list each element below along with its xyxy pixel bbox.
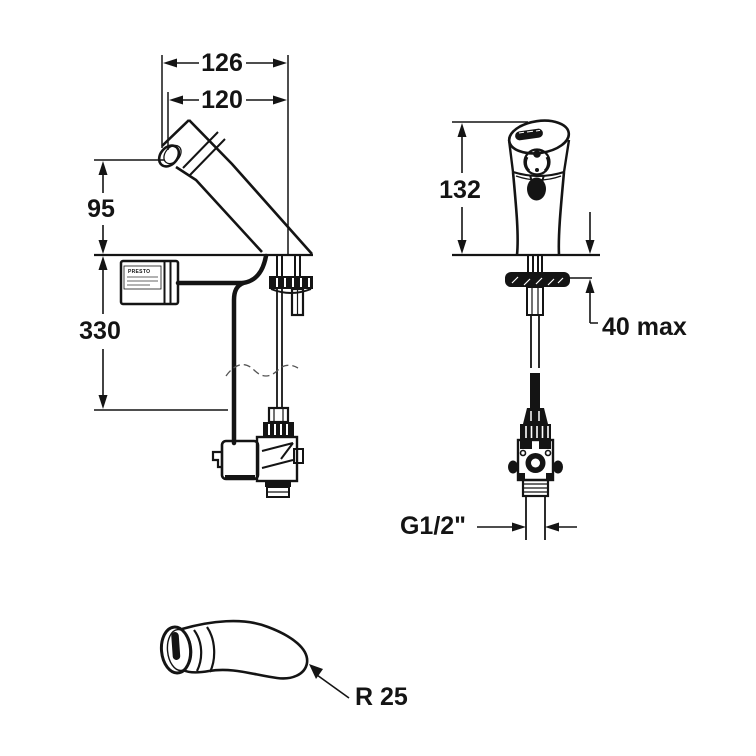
- mounting-flange: [505, 272, 570, 287]
- arrow-right-icon: [273, 95, 287, 105]
- control-box: [119, 259, 180, 306]
- joint-pin: [533, 150, 541, 158]
- arrow-left-icon: [163, 58, 177, 68]
- valve-front-ring-center: [531, 458, 540, 468]
- arrow-right-icon: [512, 522, 526, 532]
- detail-view-group: R 25: [159, 619, 408, 711]
- flexible-hose: [530, 373, 540, 408]
- dim-line-40max: [589, 212, 598, 324]
- arrow-up-icon: [98, 256, 108, 270]
- outlet-collar-threads: [523, 483, 548, 493]
- lever-end-face: [159, 625, 193, 675]
- arrow-up-icon: [98, 161, 108, 175]
- control-box-label-lines: [127, 276, 158, 286]
- arrow-down-icon: [585, 240, 595, 254]
- valve-inlet-lines: [273, 408, 284, 422]
- radius-leader-line: [316, 674, 350, 699]
- spout-top-edge: [188, 119, 313, 255]
- joint-dot: [535, 168, 539, 172]
- arrow-down-icon: [98, 395, 108, 409]
- hose-fitting-slits: [530, 411, 540, 421]
- lever-outline: [181, 619, 309, 680]
- arrow-right-icon: [273, 58, 287, 68]
- dimension-label-95: 95: [87, 195, 115, 223]
- control-box-label: [123, 265, 162, 290]
- solenoid-connector: [211, 450, 222, 469]
- control-box-brand-text: PRESTO: [128, 269, 150, 275]
- front-shank: [527, 255, 543, 272]
- locking-nut: [269, 276, 313, 289]
- spout-joint-bands: [182, 131, 226, 176]
- outlet-pipe: [525, 496, 546, 540]
- spout-slot: [515, 128, 543, 141]
- dimension-label-330: 330: [79, 317, 121, 345]
- control-box-band: [163, 261, 172, 304]
- arrow-up-icon: [585, 279, 595, 293]
- hose-fitting: [523, 408, 548, 424]
- arrow-down-icon: [457, 240, 467, 254]
- solenoid-coil: [220, 439, 260, 481]
- valve-internals: [261, 442, 294, 469]
- dimensions-group: 126 120 95 330 132 40 max G1/2": [79, 49, 687, 540]
- threaded-tube: [526, 286, 544, 316]
- arrow-left-icon: [169, 95, 183, 105]
- valve-top-right: [539, 441, 551, 449]
- supply-pipe: [276, 289, 283, 408]
- sensor-cable: [175, 253, 269, 286]
- collar-line: [512, 170, 565, 178]
- shank-pipes: [276, 255, 301, 276]
- valve-top-left: [520, 441, 532, 449]
- valve-foot-right: [546, 473, 552, 479]
- arrow-left-icon: [545, 522, 559, 532]
- valve-side-port: [293, 448, 304, 464]
- nut-ribs: [276, 278, 310, 287]
- radius-label: R 25: [355, 683, 408, 711]
- joint-shadows: [524, 156, 550, 173]
- valve-inlet-fitting: [267, 406, 290, 424]
- valve-lug-right: [553, 460, 563, 474]
- spout-tip-inner-ring: [163, 144, 182, 165]
- spout-slot-marks: [518, 129, 541, 134]
- spout-end-face: [161, 119, 190, 147]
- break-line-wavy: [225, 364, 299, 377]
- arrow-down-icon: [98, 240, 108, 254]
- arrow-up-icon: [457, 123, 467, 137]
- lever-handle-front: [527, 177, 546, 201]
- dimension-label-120: 120: [201, 86, 243, 114]
- dimension-label-132: 132: [439, 176, 481, 204]
- front-supply-pipe: [530, 315, 540, 368]
- valve-screw-right: [544, 449, 552, 457]
- front-view-group: [505, 119, 571, 540]
- side-view-group: PRESTO: [119, 119, 313, 498]
- lever-end-inner-ring: [166, 628, 193, 672]
- valve-cable: [231, 280, 246, 446]
- valve-outlet-collar: [265, 481, 291, 487]
- head-sides: [507, 139, 571, 173]
- body-sides: [511, 171, 566, 256]
- front-valve-nut: [520, 424, 551, 440]
- thread-size-label: G1/2": [400, 512, 466, 540]
- valve-nut-ribs: [268, 424, 288, 435]
- valve-foot-left: [519, 473, 525, 479]
- lever-slot: [171, 632, 181, 660]
- valve-screw-left: [519, 449, 527, 457]
- flange-hatching: [511, 276, 564, 286]
- radius-arrow-icon: [309, 664, 323, 679]
- valve-lug-left: [508, 460, 518, 474]
- threaded-tube-lines: [531, 287, 539, 315]
- lever-ring-bands: [193, 626, 216, 673]
- front-nut-ribs: [525, 426, 549, 438]
- valve-inlet-nut: [263, 422, 294, 437]
- dimension-label-126: 126: [201, 49, 243, 77]
- dimension-label-40max: 40 max: [602, 313, 687, 341]
- spout-bottom-edge: [175, 165, 263, 253]
